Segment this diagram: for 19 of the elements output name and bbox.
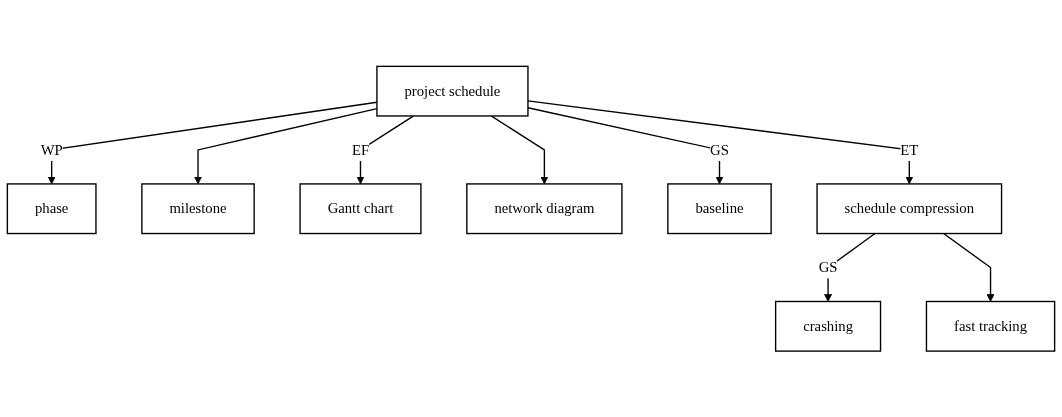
node-box: milestone (141, 183, 255, 234)
arrow (942, 232, 995, 302)
arrow (527, 106, 724, 185)
arrow (490, 115, 549, 185)
node-box: phase (6, 183, 97, 234)
edge-label: WP (40, 141, 63, 158)
node-box: Gantt chart (299, 183, 422, 234)
edge-label: EF (351, 141, 370, 158)
node-box: crashing (774, 300, 882, 352)
edge-label: GS (818, 259, 838, 275)
arrow (824, 232, 876, 302)
node-box: schedule compression (816, 183, 1003, 234)
node-box: fast tracking (925, 300, 1056, 352)
node-box: network diagram (466, 183, 623, 234)
edge-label: ET (900, 141, 919, 158)
edge-label: GS (710, 141, 729, 158)
node-box: baseline (667, 183, 772, 234)
node-box: project schedule (376, 65, 529, 117)
arrow (527, 99, 914, 185)
